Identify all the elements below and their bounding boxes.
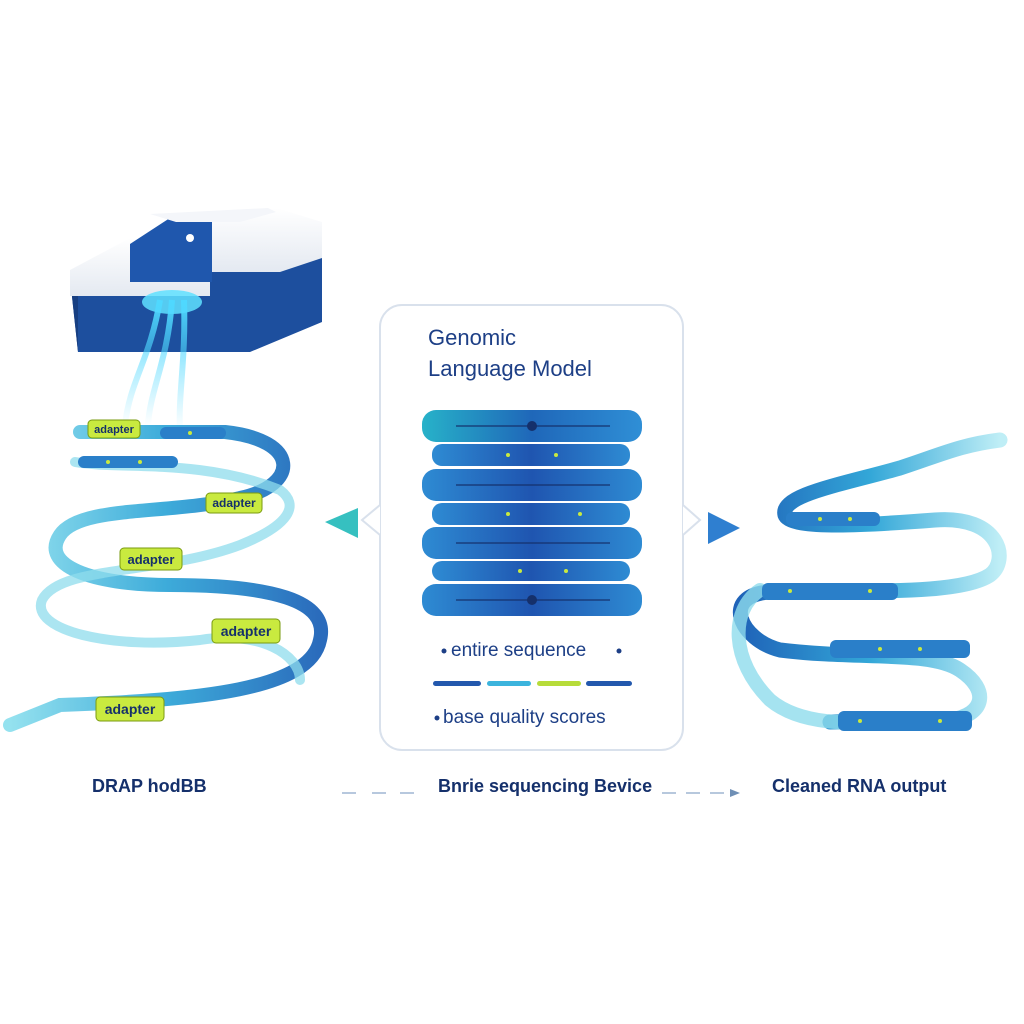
adapter-label-3: adapter (128, 552, 175, 567)
raw-rna-strand (3, 425, 329, 732)
entire-sequence-label: entire sequence (451, 640, 587, 661)
caption-right: Cleaned RNA output (772, 776, 947, 796)
adapter-label-2: adapter (212, 496, 256, 510)
adapter-label-4: adapter (221, 623, 272, 639)
bullet-dot-1 (441, 648, 622, 654)
bullet-dot-2 (434, 715, 440, 721)
adapter-tag-1: adapter (87, 419, 141, 439)
adapter-tag-4: adapter (211, 618, 281, 644)
adapter-label-1: adapter (94, 424, 134, 436)
model-layer-2 (432, 444, 630, 466)
adapter-tag-5: adapter (95, 696, 165, 722)
device-light-beams (122, 299, 188, 431)
adapter-tag-3: adapter (119, 547, 183, 571)
model-layer-4 (432, 503, 630, 525)
arrow-right-icon (708, 512, 740, 544)
caption-left: DRAP hodBB (92, 776, 207, 796)
model-layer-6 (432, 561, 630, 581)
sequence-color-key (433, 681, 632, 686)
model-title: Genomic Language Model (428, 322, 658, 384)
adapter-label-5: adapter (105, 701, 156, 717)
model-layer-stack (422, 410, 642, 616)
caption-center: Bnrie sequencing Bevice (438, 776, 653, 796)
model-title-line-2: Language Model (428, 356, 592, 381)
quality-scores-label: base quality scores (443, 707, 606, 728)
arrow-left-icon (325, 508, 358, 538)
adapter-tag-2: adapter (205, 492, 263, 514)
cleaned-rna-strand (731, 432, 1008, 731)
model-title-line-1: Genomic (428, 325, 517, 350)
sequencing-device (70, 208, 322, 352)
flow-connector-right (662, 789, 740, 797)
